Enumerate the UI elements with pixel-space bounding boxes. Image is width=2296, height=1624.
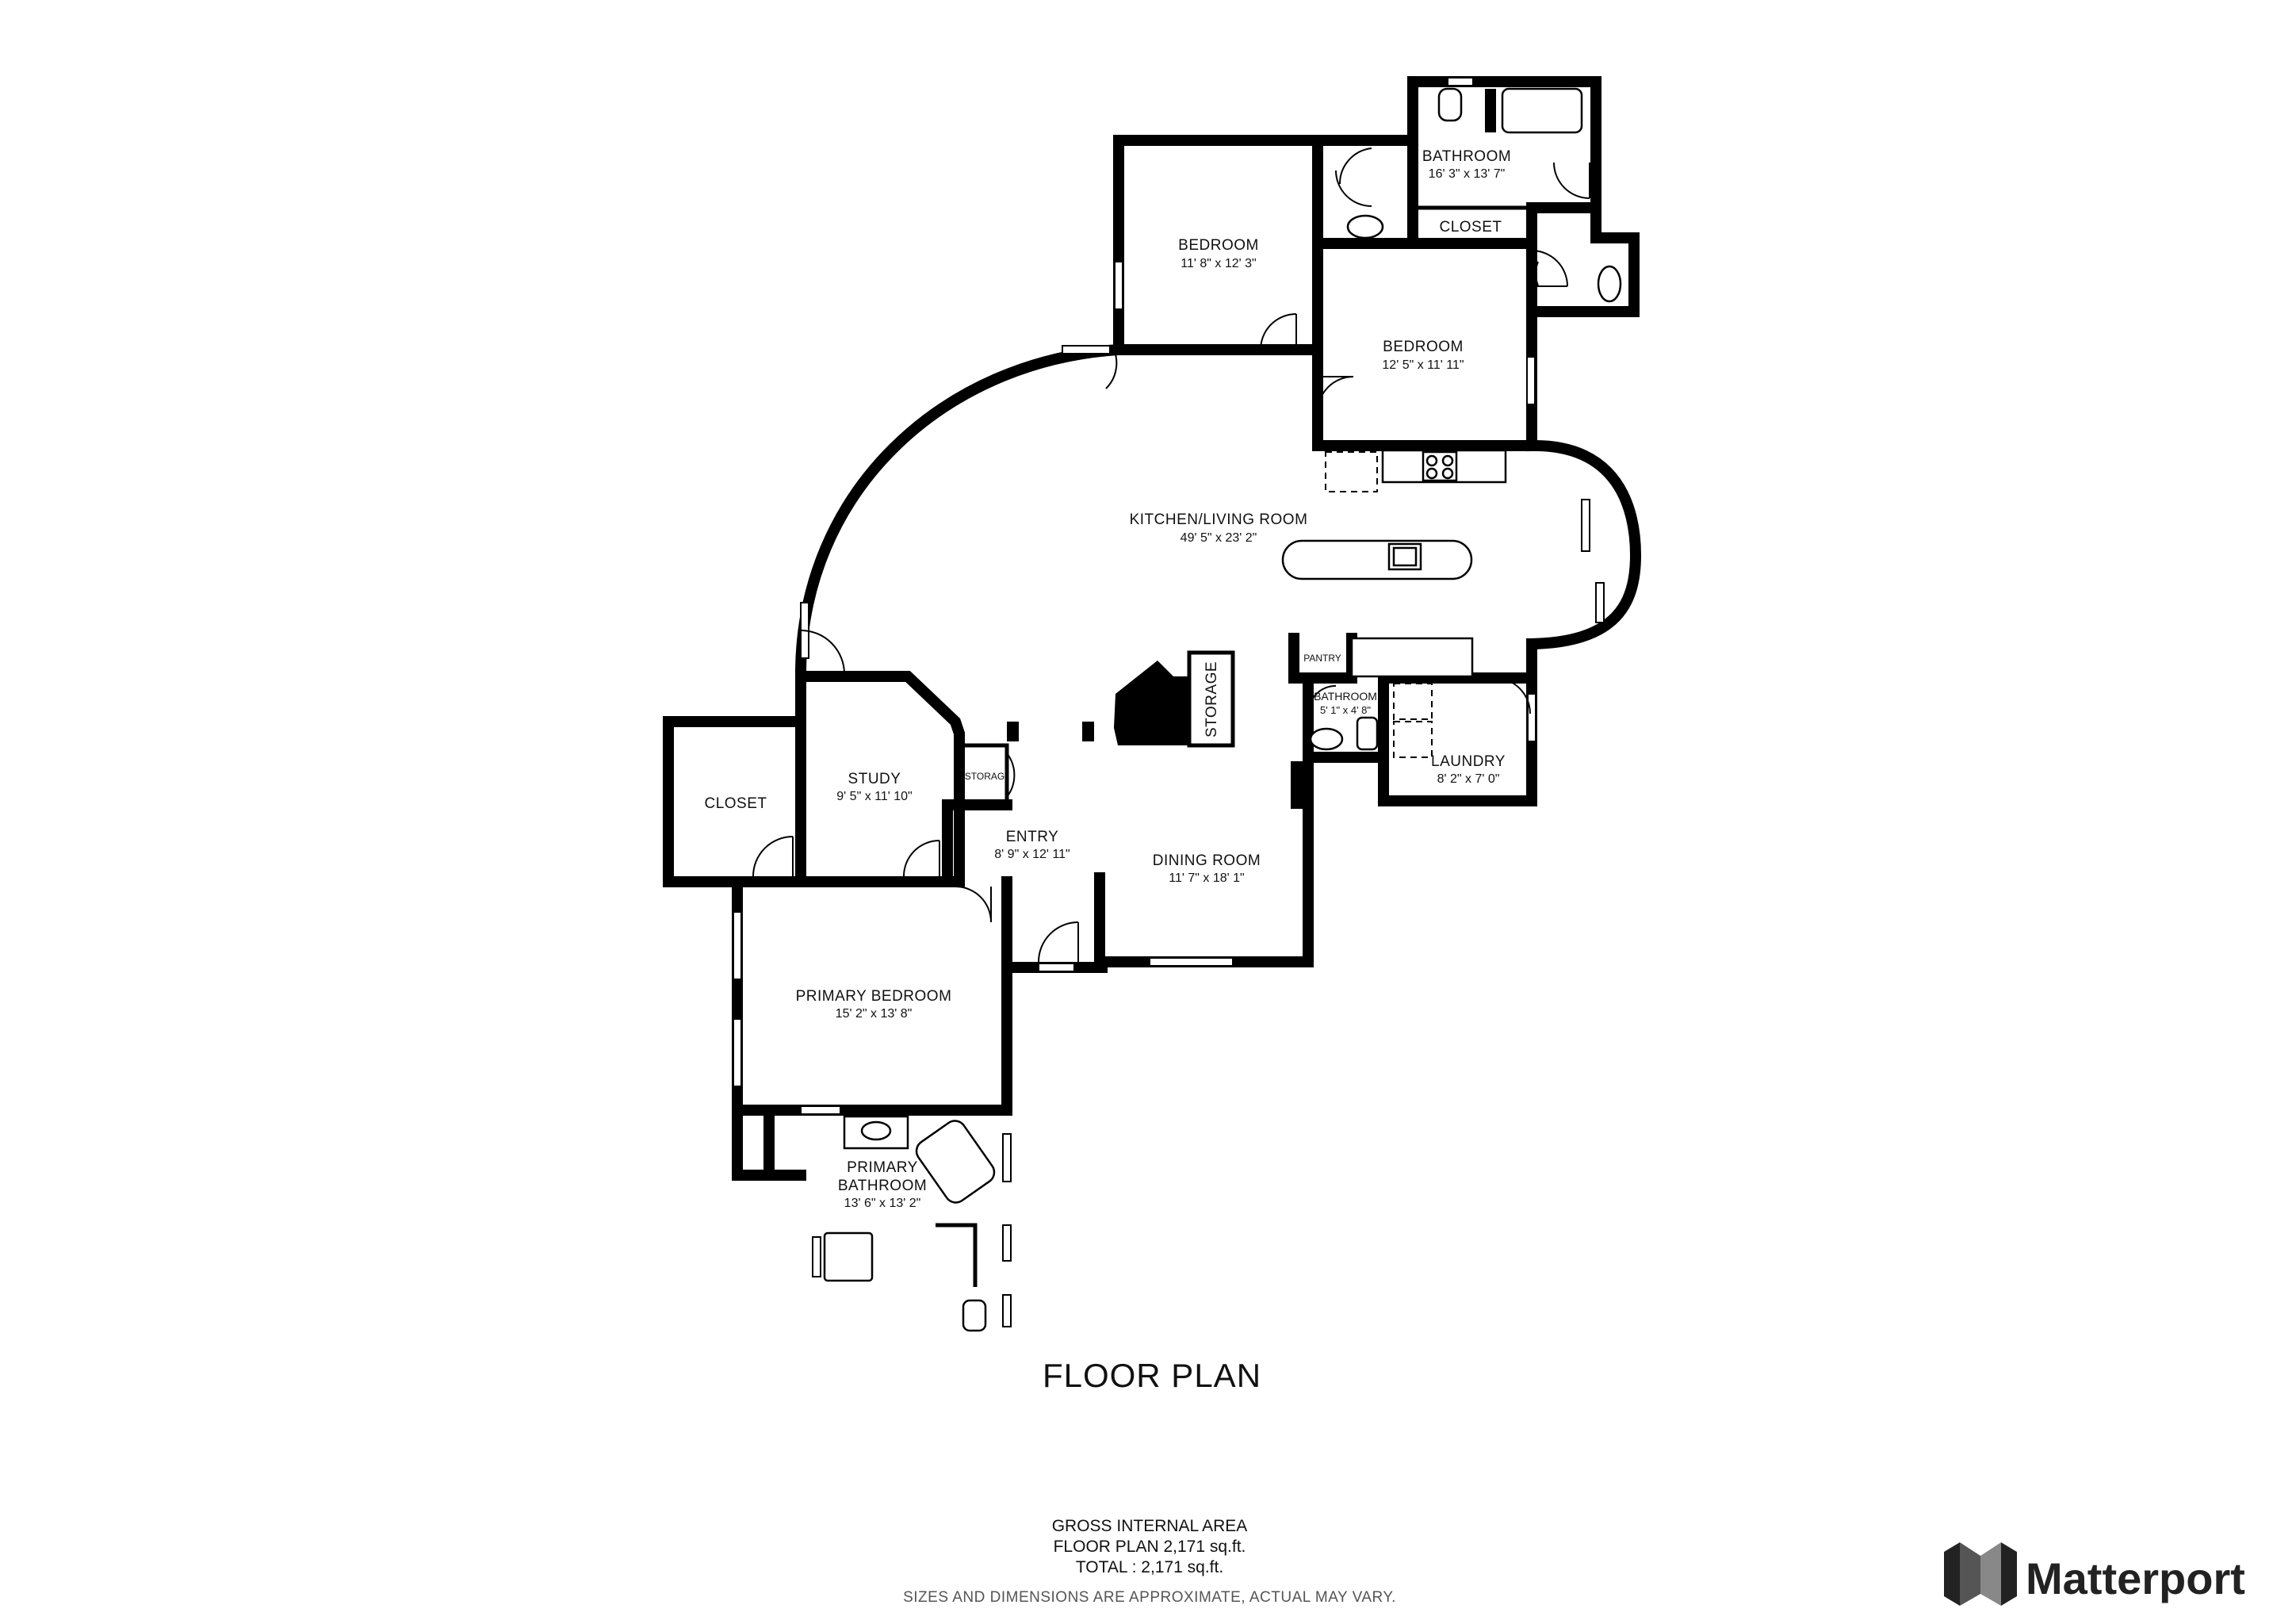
primary-bath-toilet [962,1299,987,1332]
bathtub [1501,87,1583,134]
entry-name: ENTRY [1006,829,1059,845]
bedroom-b-dims: 12' 5" x 11' 11" [1382,358,1464,372]
doors [752,147,1590,963]
dining-name: DINING ROOM [1153,852,1261,869]
matterport-logo-icon [1944,1542,2017,1606]
storage-tall-name: STORAGE [1203,661,1220,737]
entry-bottom-walls [1001,876,1108,973]
fridge [1325,451,1378,492]
dryer [1393,721,1433,758]
footer-disclaimer: SIZES AND DIMENSIONS ARE APPROXIMATE, AC… [903,1589,1396,1606]
washer [1393,683,1433,720]
bedroom-a-dims: 11' 8" x 12' 3" [1181,257,1256,270]
kitchen-dims: 49' 5" x 23' 2" [1181,531,1257,545]
primary-bath-name-1: PRIMARY [847,1159,918,1176]
primary-bath-walls [732,1105,775,1181]
bathroom-small-dims: 5' 1" x 4' 8" [1320,704,1371,716]
fireplace [1114,661,1189,745]
toilet-side-bath [1597,265,1622,303]
toilet-bedroom-a-bath [1346,214,1384,239]
storage-small-name: STORAG [965,771,1004,782]
toilet-top [1437,87,1463,122]
kitchen-curved-wall-right [1525,439,1642,650]
pantry-name: PANTRY [1303,653,1341,664]
primary-bedroom-name: PRIMARY BEDROOM [796,988,952,1005]
footer-line-1: GROSS INTERNAL AREA [1052,1517,1248,1535]
shower [823,1231,874,1282]
closet-top-name: CLOSET [1439,219,1502,236]
bathroom-top-name: BATHROOM [1422,148,1511,165]
bathroom-small-name: BATHROOM [1314,690,1377,703]
dining-dims: 11' 7" x 18' 1" [1169,871,1244,885]
laundry-walls [1378,672,1537,806]
kitchen-island [1281,539,1473,580]
laundry-name: LAUNDRY [1431,753,1506,770]
walls [663,76,1642,1332]
kitchen-curved-wall-left [794,343,1125,680]
primary-bath-tub [915,1120,996,1204]
bedroom-b-name: BEDROOM [1383,339,1464,355]
primary-bath-sink [860,1120,892,1141]
closet-left-name: CLOSET [704,795,767,812]
footer-line-2: FLOOR PLAN 2,171 sq.ft. [1054,1538,1246,1556]
primary-bedroom-dims: 15' 2" x 13' 8" [836,1007,913,1021]
room-labels: BEDROOM 11' 8" x 12' 3" BATHROOM 16' 3" … [704,148,1511,1210]
bedroom-b-bath-walls [1526,202,1640,317]
brand-name: Matterport [2026,1553,2245,1603]
footer: GROSS INTERNAL AREA FLOOR PLAN 2,171 sq.… [903,1517,1396,1606]
primary-bath-dims: 13' 6" x 13' 2" [844,1197,921,1210]
footer-line-3: TOTAL : 2,171 sq.ft. [1076,1558,1223,1576]
primary-bath-name-2: BATHROOM [838,1178,927,1194]
windows [733,77,1605,1327]
storage-tall-walls [1187,650,1235,748]
study-dims: 9' 5" x 11' 10" [836,790,912,803]
entry-dims: 8' 9" x 12' 11" [994,848,1070,861]
bathroom-top-dims: 16' 3" x 13' 7" [1429,167,1506,181]
bedroom-a-name: BEDROOM [1178,237,1259,254]
study-name: STUDY [848,771,901,787]
sink-small-bath [1356,716,1379,751]
kitchen-name: KITCHEN/LIVING ROOM [1130,511,1308,528]
floor-plan-title: FLOOR PLAN [1043,1357,1261,1394]
toilet-small-bath [1309,727,1344,751]
laundry-dims: 8' 2" x 7' 0" [1437,772,1500,786]
counter-pantry [1350,637,1474,678]
top-bathroom-walls [1407,76,1601,249]
